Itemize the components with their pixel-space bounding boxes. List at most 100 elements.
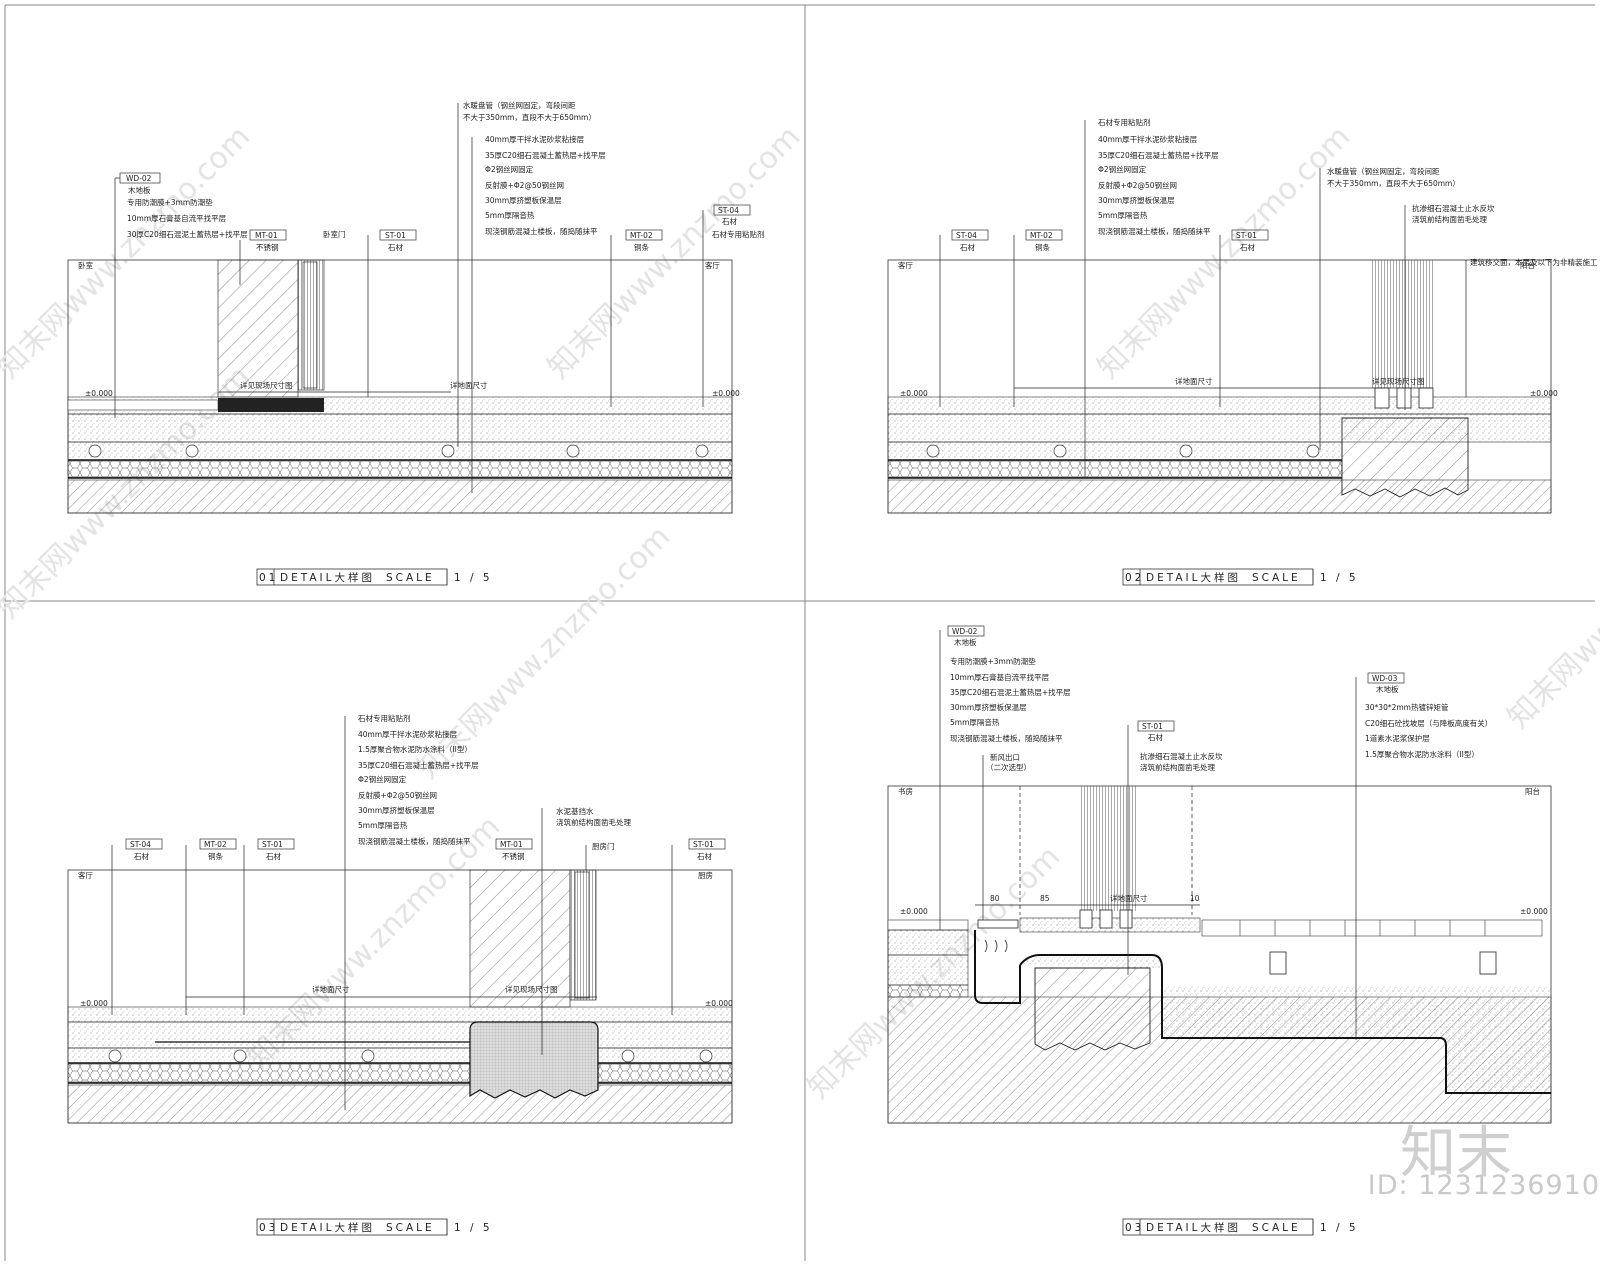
note: Φ2钢丝网固定: [485, 164, 534, 174]
note: 1道素水泥浆保护层: [1365, 733, 1430, 743]
note: 水泥基挡水: [556, 806, 594, 816]
scale-label: SCALE: [386, 1222, 435, 1234]
tag-name: 不锈钢: [256, 242, 279, 252]
note: 石材专用粘贴剂: [358, 713, 411, 723]
detail-panel-3: 客厅 厨房 ST-04 石材 MT-02 铜条 ST-01 石材 MT-01 不…: [67, 713, 733, 1236]
dimension-text: 85: [1040, 894, 1050, 903]
tag-code: ST-01: [693, 840, 714, 849]
note: 30厚C20细石混泥土蓄热层+找平层: [127, 229, 248, 239]
note: 30mm厚挤塑板保温层: [358, 805, 435, 815]
note: 浇筑前结构面凿毛处理: [1412, 214, 1487, 224]
detail-panel-4: 书房 阳台 WD-02 木地板 ST-01 石材 WD-03 木地板 专用防潮膜…: [887, 625, 1552, 1236]
note: 现浇钢筋混凝土楼板，随捣随抹平: [950, 733, 1063, 743]
tag-name: 石材: [1148, 732, 1164, 742]
note: 现浇钢筋混凝土楼板，随捣随抹平: [1098, 226, 1211, 236]
detail-number: 02: [1125, 572, 1144, 584]
dimension-text: 80: [990, 894, 1000, 903]
note: 现浇钢筋混凝土楼板，随捣随抹平: [485, 226, 598, 236]
level-mark: ±0.000: [1530, 389, 1558, 398]
note: 5mm厚隔音热: [950, 717, 1000, 727]
brand-id: ID: 1231236910: [1367, 1170, 1600, 1201]
scale-value: 1 / 5: [1320, 1222, 1359, 1234]
note: C20细石砼找坡层（与降板高度有关）: [1365, 718, 1492, 728]
note: 40mm厚干拌水泥砂浆粘接层: [485, 134, 585, 144]
note: 现浇钢筋混凝土楼板，随捣随抹平: [358, 836, 471, 846]
dimension-text: 详地面尺寸: [450, 380, 488, 390]
tag-name: 铜条: [634, 242, 649, 252]
tag-code: MT-02: [204, 840, 227, 849]
level-mark: ±0.000: [900, 389, 928, 398]
level-mark: ±0.000: [1520, 907, 1548, 916]
note: 35厚C20细石混泥土蓄热层+找平层: [950, 687, 1071, 697]
detail-title: DETAIL大样图: [1146, 571, 1241, 584]
note: 40mm厚干拌水泥砂浆粘接层: [358, 729, 458, 739]
room-label-right: 客厅: [705, 260, 720, 270]
note: 1.5厚聚合物水泥防水涂料（II型）: [358, 744, 472, 754]
note: 不大于350mm，直段不大于650mm）: [463, 112, 596, 122]
scale-label: SCALE: [1252, 572, 1301, 584]
note: 40mm厚干拌水泥砂浆粘接层: [1098, 134, 1198, 144]
detail-number: 03: [259, 1222, 278, 1234]
scale-value: 1 / 5: [454, 572, 493, 584]
tag-code: WD-02: [126, 174, 152, 183]
dimension-text: 10: [1190, 894, 1200, 903]
tag-code: MT-01: [500, 840, 523, 849]
room-label-right: 阳台: [1520, 260, 1535, 270]
tag-name: 铜条: [208, 851, 223, 861]
level-mark: ±0.000: [712, 389, 740, 398]
level-mark: ±0.000: [900, 907, 928, 916]
note: 不大于350mm，直段不大于650mm）: [1327, 178, 1460, 188]
tag-code: ST-01: [1142, 722, 1163, 731]
note: 5mm厚隔音热: [485, 210, 535, 220]
brand-logo: 知末: [1400, 1121, 1512, 1182]
note: 5mm厚隔音热: [1098, 210, 1148, 220]
note: 石材专用粘贴剂: [1098, 117, 1151, 127]
detail-panel-2: 客厅 阳台 ST-04 石材 MT-02 铜条 ST-01 石材 石材专用粘贴剂…: [887, 117, 1598, 586]
detail-title: DETAIL大样图: [1146, 1221, 1241, 1234]
door-label: 卧室门: [323, 229, 346, 239]
scale-value: 1 / 5: [454, 1222, 493, 1234]
scale-label: SCALE: [386, 572, 435, 584]
dimension-text: 详见现场尺寸图: [240, 380, 293, 390]
tag-code: WD-02: [952, 627, 978, 636]
tag-code: ST-01: [385, 231, 406, 240]
tag-name: 石材: [697, 851, 712, 861]
tag-name: 铜条: [1035, 242, 1051, 252]
tag-code: MT-02: [630, 231, 653, 240]
tag-code: ST-01: [262, 840, 283, 849]
room-label-right: 厨房: [698, 870, 713, 880]
note: 30mm厚挤塑板保温层: [485, 195, 562, 205]
scale-value: 1 / 5: [1320, 572, 1359, 584]
vent-note: 新风出口: [990, 752, 1020, 762]
note: 浇筑前结构面凿毛处理: [556, 817, 631, 827]
level-mark: ±0.000: [80, 999, 108, 1008]
note: 10mm厚石膏基自流平找平层: [127, 213, 227, 223]
room-label-left: 客厅: [898, 260, 913, 270]
sheet-frame: [4, 4, 1595, 1261]
door-label: 厨房门: [592, 841, 615, 851]
detail-title: DETAIL大样图: [280, 571, 375, 584]
note: 反射膜+Φ2@50钢丝网: [358, 790, 437, 800]
tag-code: WD-03: [1372, 674, 1398, 683]
room-label-left: 书房: [898, 786, 913, 796]
dimension-text: 详地面尺寸: [1175, 376, 1213, 386]
vent-note: （二次选型）: [986, 762, 1031, 772]
room-label-left: 卧室: [78, 260, 93, 270]
note: 专用防潮膜+3mm防潮垫: [127, 197, 213, 207]
note: 35厚C20细石混凝土蓄热层+找平层: [1098, 150, 1219, 160]
note: 建筑移交面，本层及以下为非精装施工: [1470, 257, 1598, 267]
tag-name: 木地板: [1376, 684, 1399, 694]
note: Φ2钢丝网固定: [358, 774, 407, 784]
note: 抗渗细石混凝土止水反坎: [1412, 203, 1495, 213]
note: 35厚C20细石混凝土蓄热层+找平层: [485, 150, 606, 160]
tag-name: 石材: [266, 851, 281, 861]
note: 抗渗细石混凝土止水反坎: [1140, 751, 1223, 761]
level-mark: ±0.000: [705, 999, 733, 1008]
tag-name: 石材: [388, 242, 403, 252]
tag-name: 石材: [960, 242, 975, 252]
tag-name: 石材: [134, 851, 149, 861]
detail-number: 01: [259, 572, 278, 584]
level-mark: ±0.000: [85, 389, 113, 398]
detail-panel-1: 卧室 客厅 WD-02 木地板 MT-01 不锈钢 ST-01 石材 MT-02…: [67, 100, 765, 586]
